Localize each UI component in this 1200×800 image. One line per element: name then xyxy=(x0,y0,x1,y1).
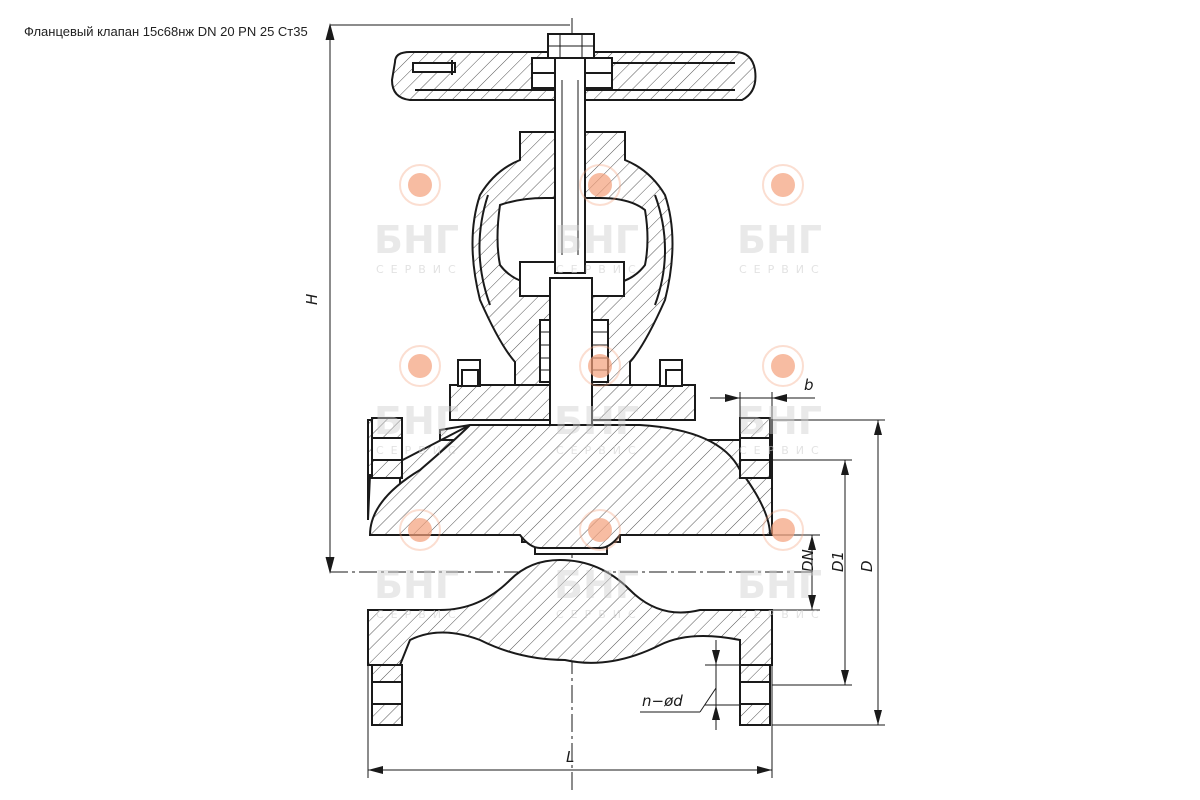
svg-text:СЕРВИС: СЕРВИС xyxy=(376,608,463,621)
dim-label-DN: DN xyxy=(799,549,817,572)
dimension-b: b xyxy=(710,376,815,420)
svg-text:СЕРВИС: СЕРВИС xyxy=(556,608,643,621)
svg-text:СЕРВИС: СЕРВИС xyxy=(739,444,826,457)
dimension-holes: n−ød xyxy=(640,640,740,730)
svg-text:СЕРВИС: СЕРВИС xyxy=(376,263,463,276)
dim-label-holes: n−ød xyxy=(642,692,683,710)
svg-text:БНГ: БНГ xyxy=(737,563,822,607)
bonnet-flange xyxy=(449,359,696,421)
svg-text:БНГ: БНГ xyxy=(737,218,822,262)
stem-nut xyxy=(547,33,595,59)
watermark-logo: БНГ СЕРВИС xyxy=(737,164,826,276)
dim-label-D1: D1 xyxy=(829,551,847,572)
svg-text:БНГ: БНГ xyxy=(554,218,639,262)
svg-text:СЕРВИС: СЕРВИС xyxy=(376,444,463,457)
dimension-H: H xyxy=(303,23,570,574)
dim-label-L: L xyxy=(566,748,574,766)
watermark-logo: БНГ СЕРВИС xyxy=(374,509,463,621)
dimension-L: L xyxy=(367,665,773,778)
svg-text:БНГ: БНГ xyxy=(554,399,639,443)
svg-text:БНГ: БНГ xyxy=(737,399,822,443)
svg-text:СЕРВИС: СЕРВИС xyxy=(739,263,826,276)
svg-text:БНГ: БНГ xyxy=(374,399,459,443)
drawing-title: Фланцевый клапан 15с68нж DN 20 PN 25 Ст3… xyxy=(24,24,308,39)
watermark-logo: БНГ СЕРВИС xyxy=(737,509,826,621)
watermark-grid: БНГ СЕРВИС БНГ СЕРВИС БНГ СЕРВИС БНГ СЕР… xyxy=(374,164,826,621)
dim-label-H: H xyxy=(303,294,321,305)
svg-text:СЕРВИС: СЕРВИС xyxy=(556,263,643,276)
watermark-logo: БНГ СЕРВИС xyxy=(554,509,643,621)
watermark-logo: БНГ СЕРВИС xyxy=(554,345,643,457)
svg-text:СЕРВИС: СЕРВИС xyxy=(739,608,826,621)
dimension-D1: D1 xyxy=(772,459,852,686)
watermark-logo: БНГ СЕРВИС xyxy=(737,345,826,457)
watermark-logo: БНГ СЕРВИС xyxy=(374,164,463,276)
dim-label-D: D xyxy=(858,560,876,572)
dim-label-b: b xyxy=(804,376,814,394)
watermark-logo: БНГ СЕРВИС xyxy=(554,164,643,276)
watermark-logo: БНГ СЕРВИС xyxy=(374,345,463,457)
dimension-D: D xyxy=(772,419,885,726)
svg-text:БНГ: БНГ xyxy=(554,563,639,607)
valve-body xyxy=(367,417,773,726)
svg-text:БНГ: БНГ xyxy=(374,218,459,262)
svg-text:СЕРВИС: СЕРВИС xyxy=(556,444,643,457)
svg-text:БНГ: БНГ xyxy=(374,563,459,607)
